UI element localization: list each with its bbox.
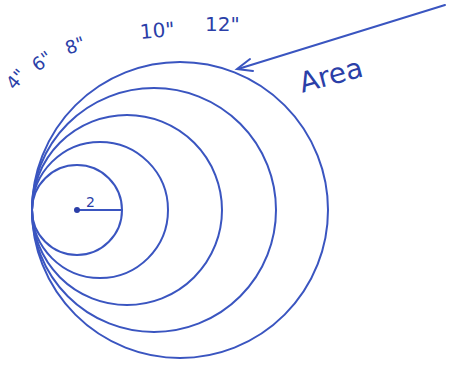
circle-10 xyxy=(32,88,276,332)
radius-line xyxy=(77,209,122,211)
center-dot xyxy=(74,207,80,213)
dimension-label: 12" xyxy=(205,14,240,34)
area-label: Area xyxy=(296,54,365,98)
circle-4 xyxy=(32,165,122,255)
circle-8 xyxy=(32,115,222,305)
circle-6 xyxy=(32,142,168,278)
dimension-label: 8" xyxy=(63,34,88,58)
radius-label: 2 xyxy=(86,195,95,209)
dimension-label: 4" xyxy=(3,66,29,93)
dimension-label: 6" xyxy=(29,48,55,74)
dimension-label: 10" xyxy=(139,19,175,42)
circle-12 xyxy=(32,62,328,358)
arrow-head xyxy=(237,59,253,71)
